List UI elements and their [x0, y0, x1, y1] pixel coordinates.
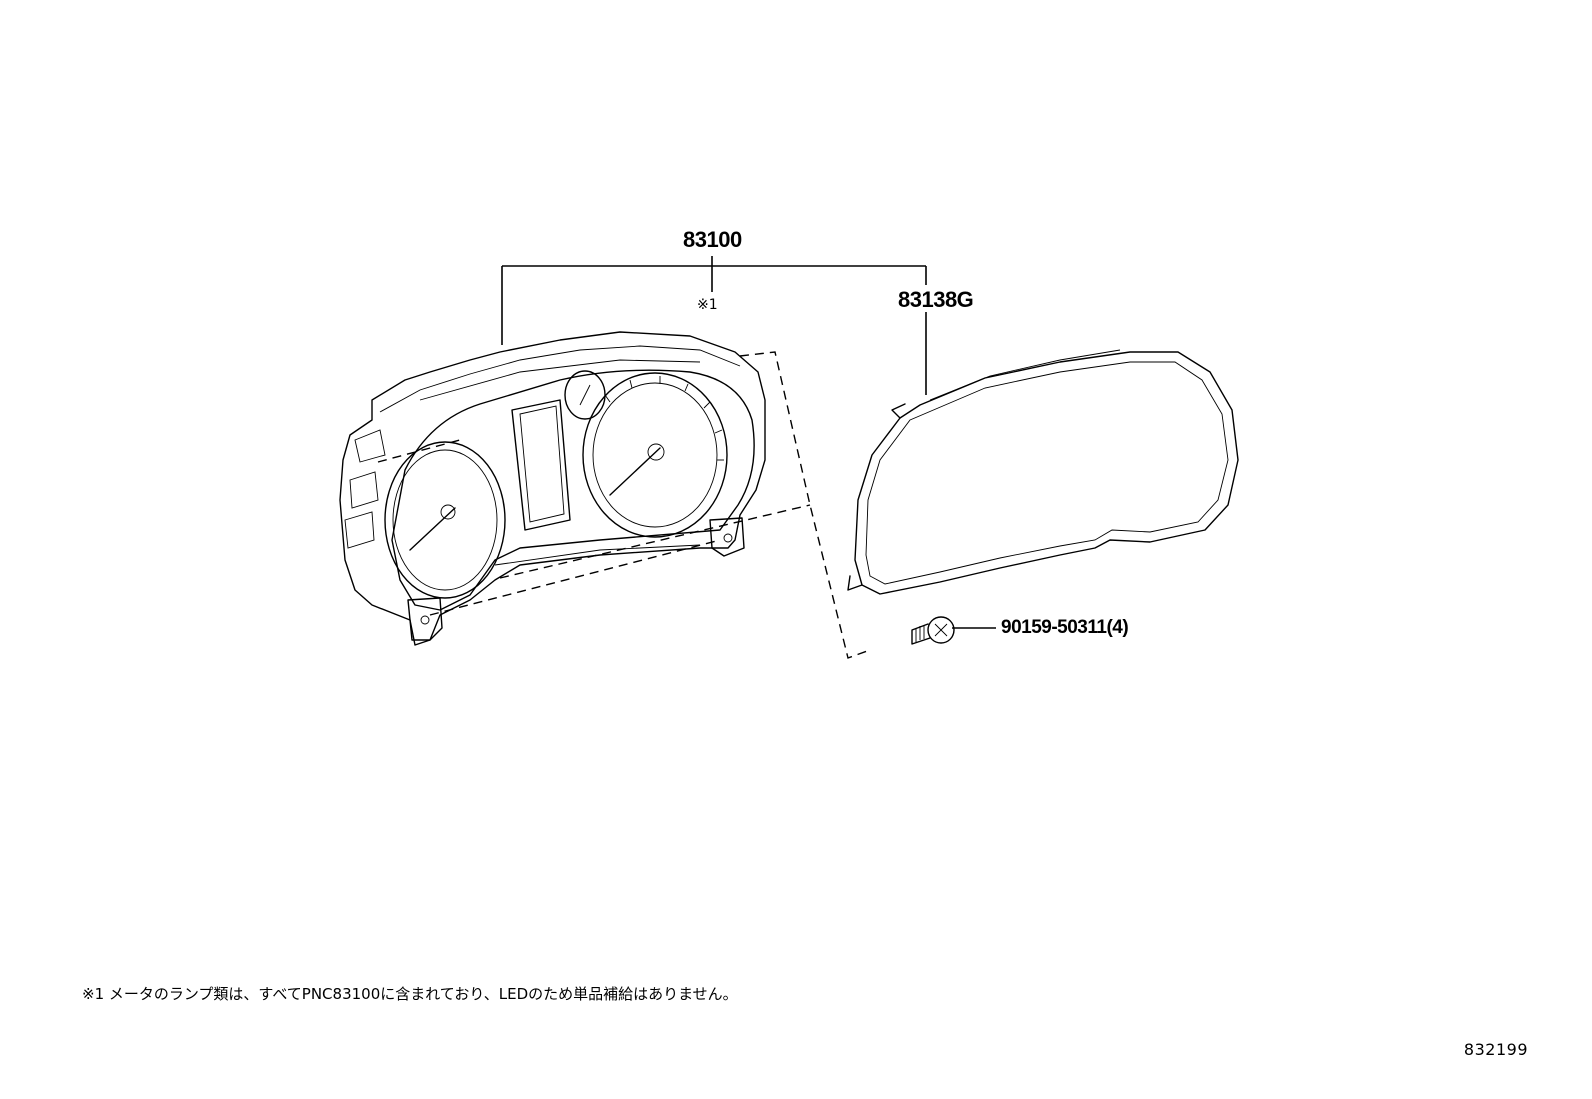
leader-83100 [501, 256, 927, 345]
meter-assembly-illustration [339, 331, 766, 646]
part-label-83138G[interactable]: 83138G [898, 287, 974, 312]
footnote: ※1 メータのランプ類は、すべてPNC83100に含まれており、LEDのため単品… [82, 985, 738, 1003]
part-label-90159-50311[interactable]: 90159-50311(4) [1001, 617, 1129, 638]
assembly-dashed-lines [377, 351, 871, 659]
meter-glass-illustration [847, 349, 1239, 595]
illustration-number: 832199 [1463, 1040, 1528, 1059]
ref-mark-1: ※1 [697, 297, 718, 313]
part-label-83100[interactable]: 83100 [683, 227, 742, 252]
screw-illustration [911, 616, 955, 645]
